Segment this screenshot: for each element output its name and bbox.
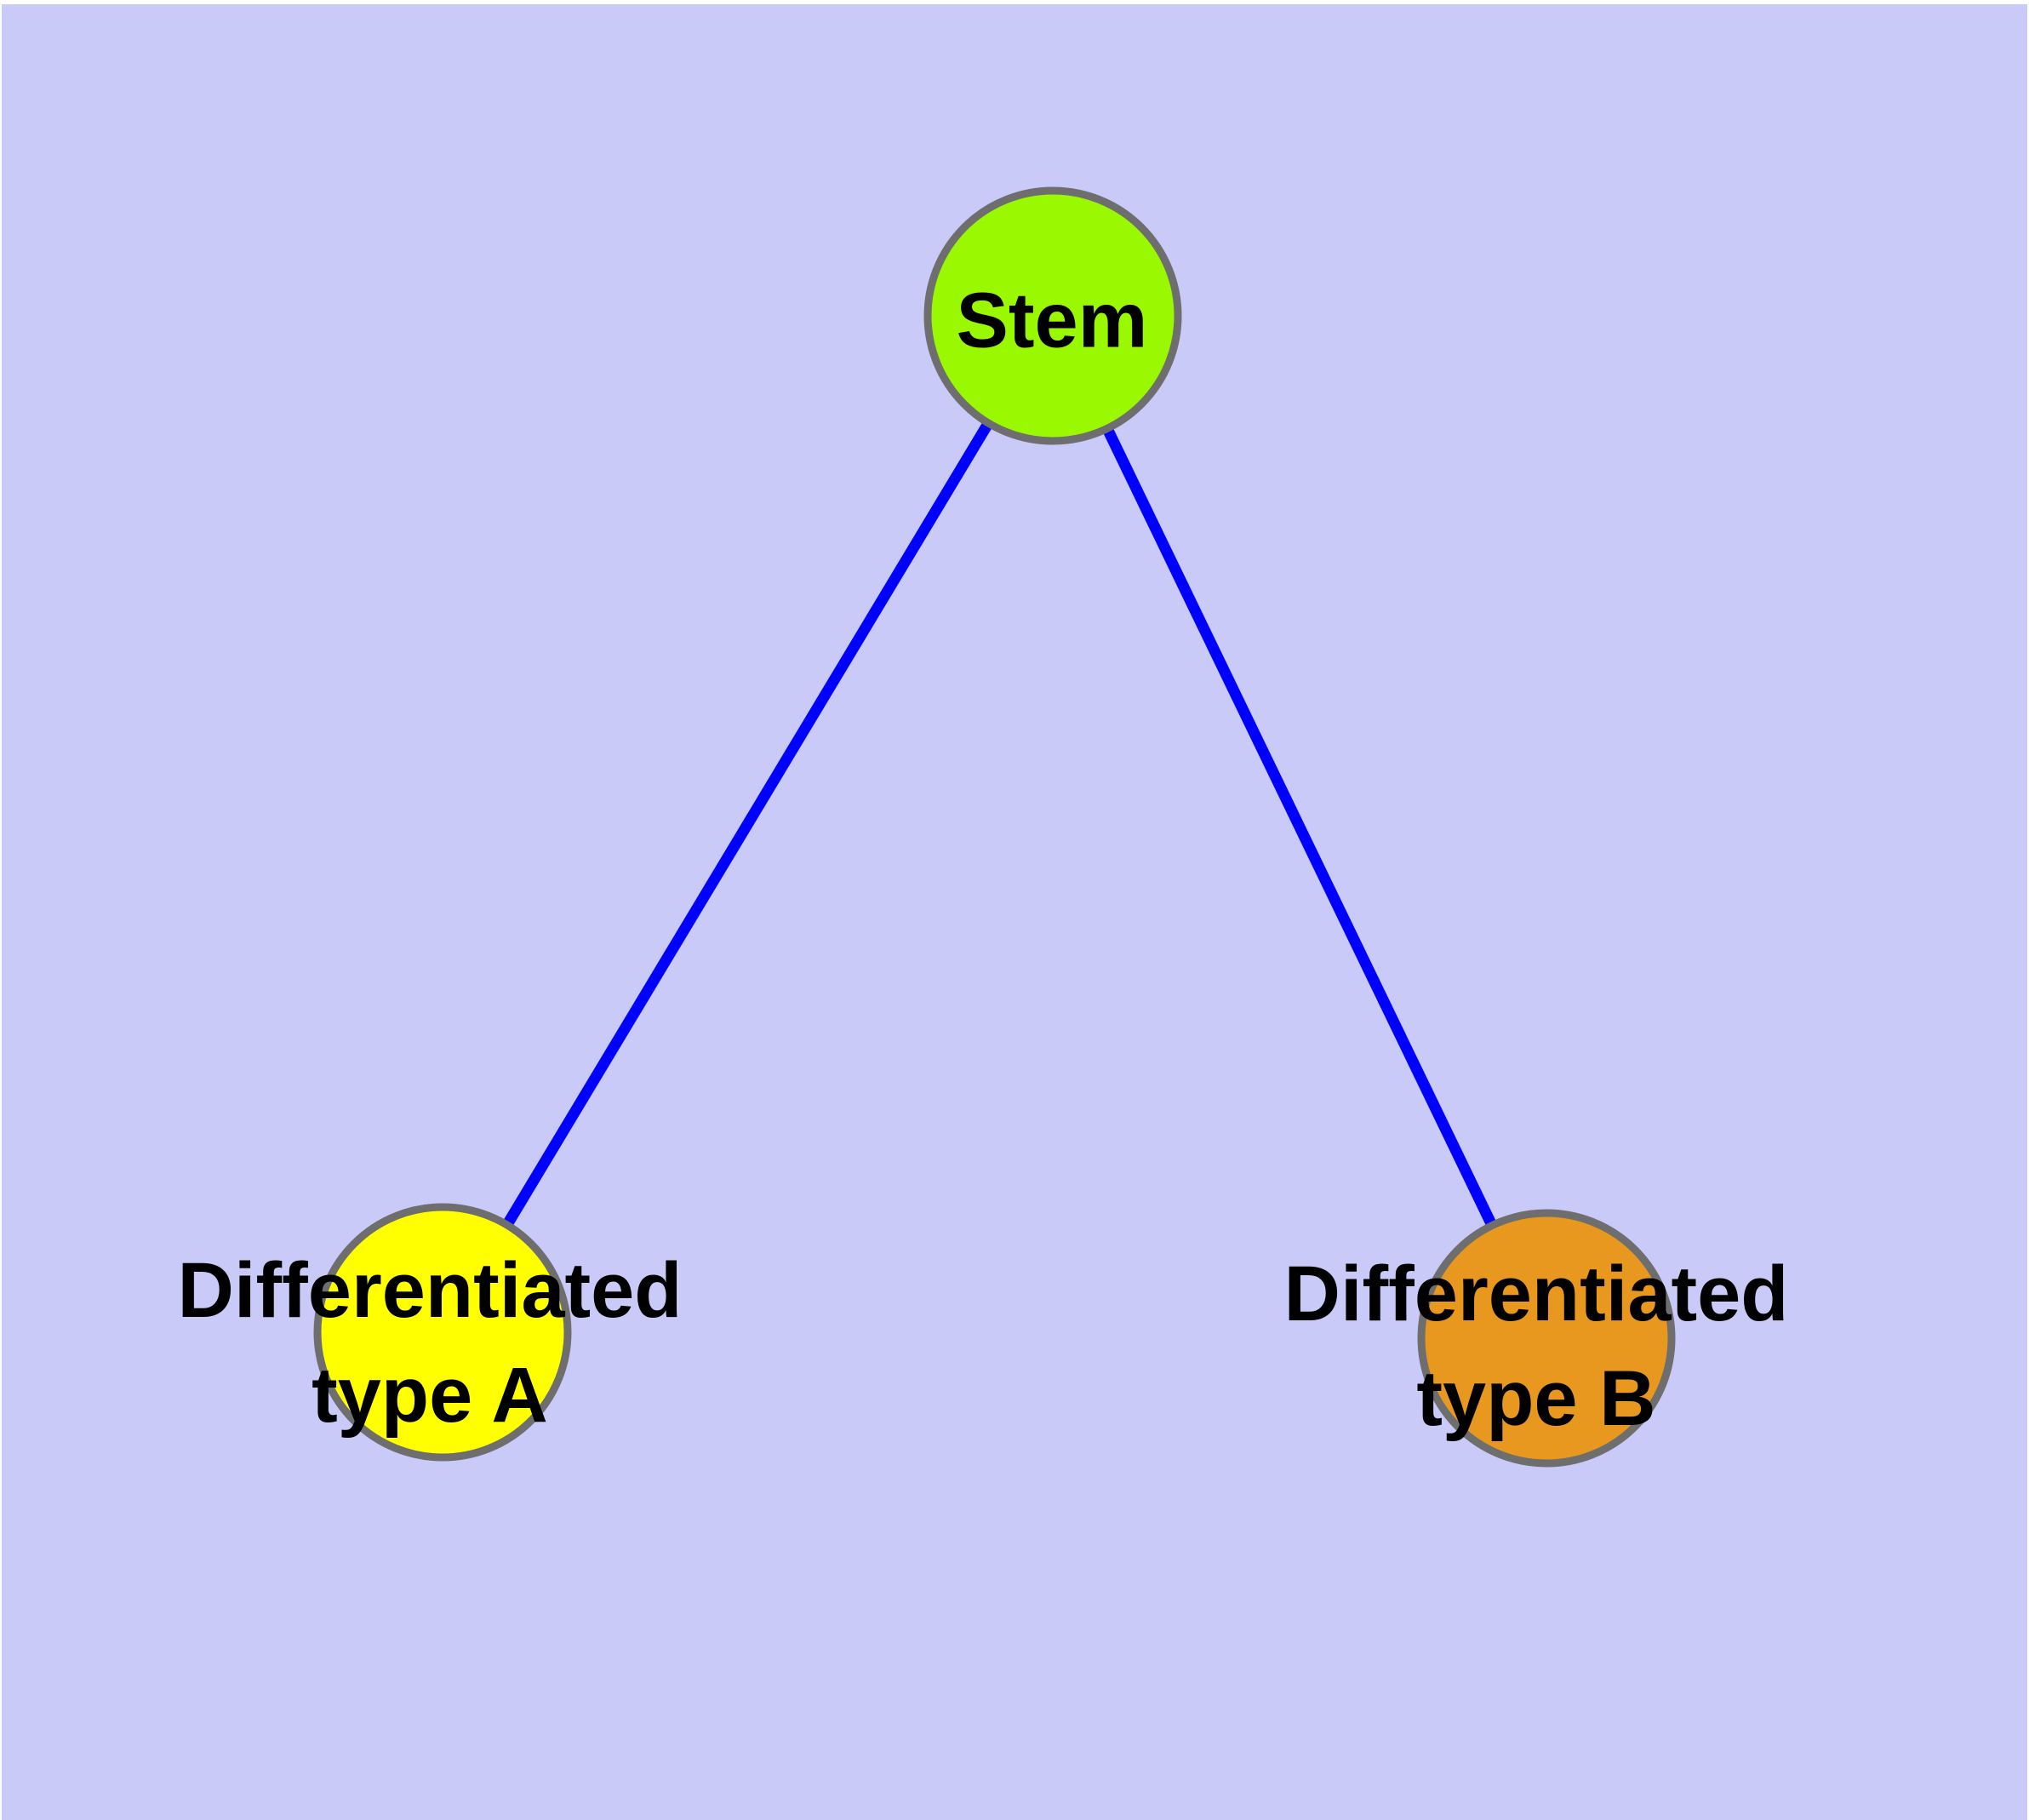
differentiated-type-b-node[interactable] bbox=[1417, 1209, 1676, 1468]
stem-node[interactable] bbox=[923, 186, 1182, 445]
differentiated-type-a-node[interactable] bbox=[313, 1203, 572, 1462]
edge-stem-to-type-a bbox=[437, 312, 1058, 1336]
edge-stem-to-type-b bbox=[1048, 313, 1552, 1341]
